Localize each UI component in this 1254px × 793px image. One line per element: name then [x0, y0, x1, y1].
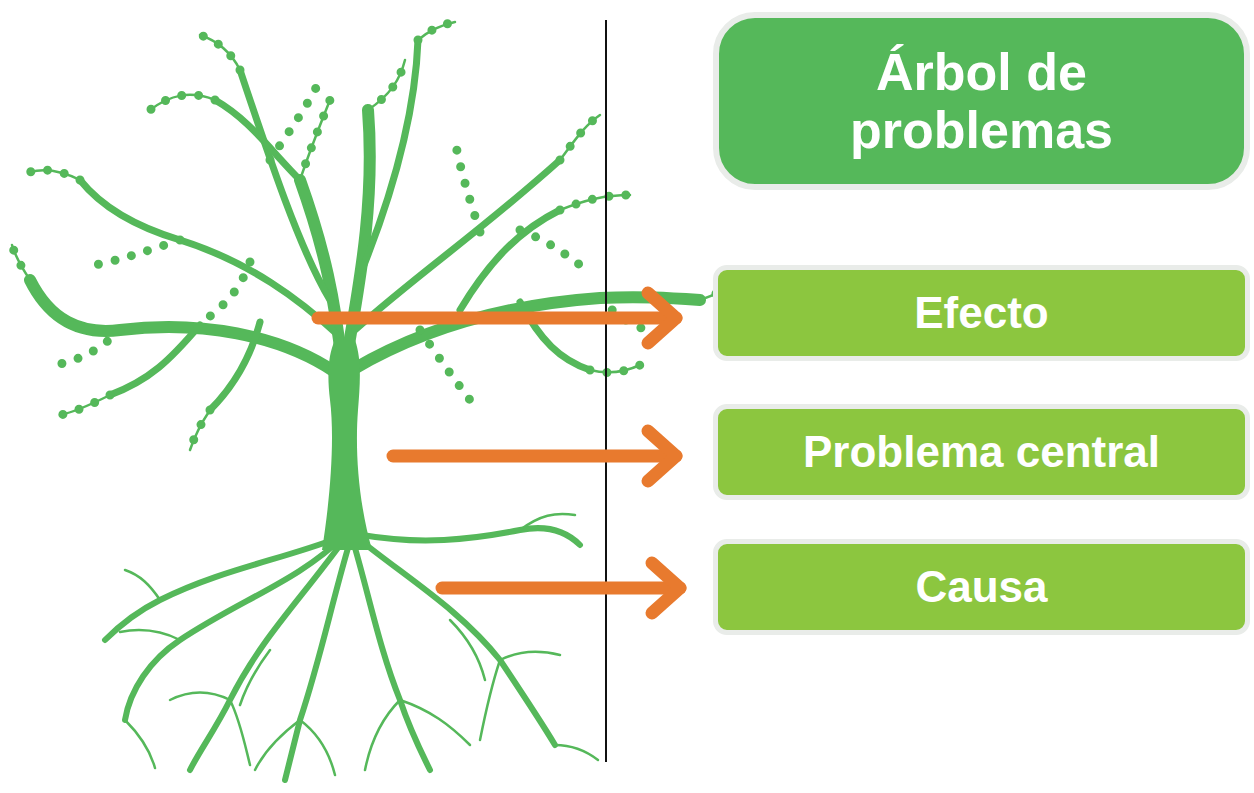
label-box: Problema central	[713, 404, 1250, 500]
label-box: Causa	[713, 539, 1250, 635]
box-label: Causa	[915, 562, 1047, 613]
title-text: Árbol de problemas	[762, 43, 1202, 159]
box-label: Efecto	[914, 288, 1048, 339]
title-box: Árbol de problemas	[713, 12, 1250, 190]
label-box: Efecto	[713, 265, 1250, 361]
box-label: Problema central	[803, 427, 1160, 478]
